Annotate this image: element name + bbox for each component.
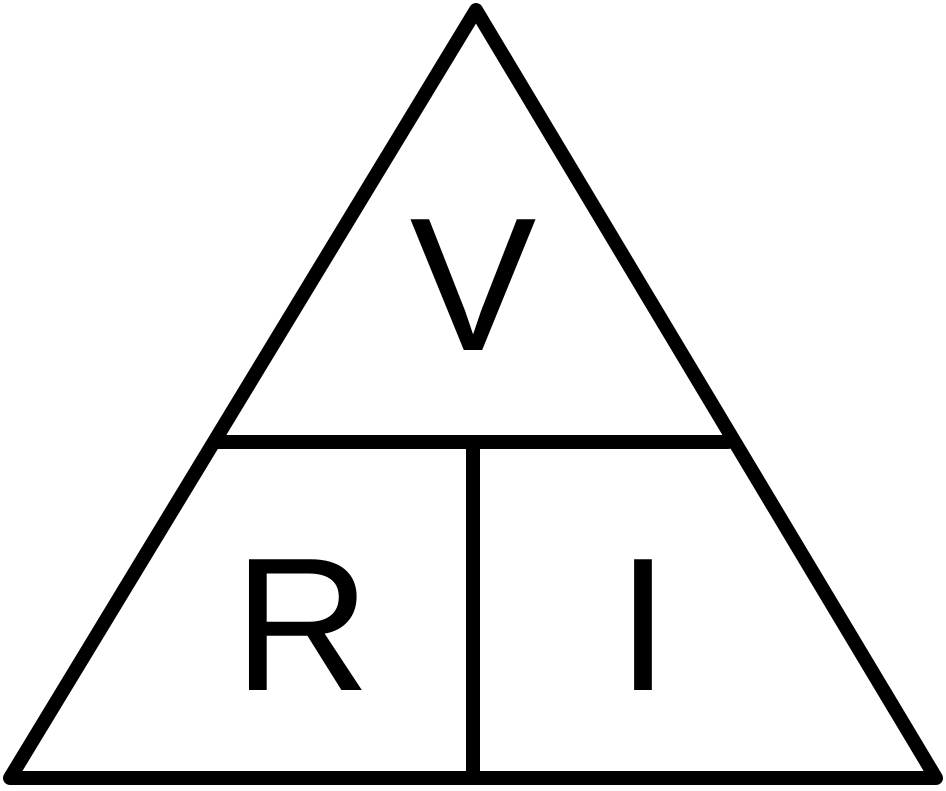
current-label: I (617, 519, 670, 731)
resistance-label: R (233, 519, 370, 731)
voltage-label: V (410, 179, 537, 391)
